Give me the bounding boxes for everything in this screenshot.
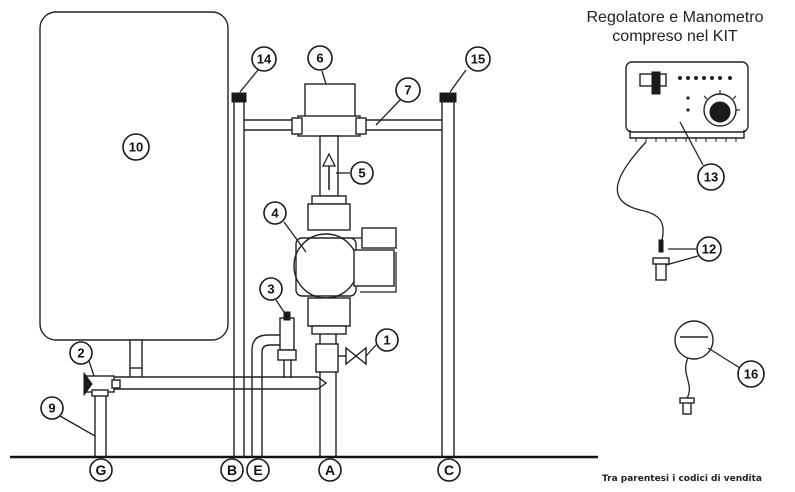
callout-2: 2	[69, 341, 93, 365]
svg-text:16: 16	[744, 367, 758, 382]
callout-3: 3	[259, 277, 283, 301]
svg-text:5: 5	[358, 166, 365, 181]
callout-15: 15	[465, 46, 491, 72]
central-riser	[293, 135, 397, 457]
connection-a: A	[318, 458, 342, 482]
svg-text:12: 12	[702, 242, 716, 257]
pressure-gauge-icon	[674, 320, 714, 415]
sales-code-footnote: Tra parentesi i codici di vendita	[602, 474, 763, 484]
svg-text:G: G	[96, 462, 107, 478]
callout-5: 5	[350, 161, 374, 185]
svg-text:7: 7	[404, 83, 411, 98]
callout-14: 14	[251, 46, 277, 72]
pipes-b-e	[233, 100, 280, 457]
callout-12: 12	[696, 236, 722, 262]
callout-4: 4	[263, 201, 287, 225]
sensor-cap-14	[231, 92, 247, 103]
drain-valve	[83, 371, 121, 397]
boiler-tank	[39, 11, 229, 369]
svg-text:3: 3	[267, 282, 274, 297]
svg-text:10: 10	[129, 140, 143, 155]
callout-9: 9	[40, 396, 64, 420]
svg-text:4: 4	[271, 206, 279, 221]
callout-13: 13	[697, 163, 725, 191]
connection-b: B	[220, 458, 244, 482]
connection-e: E	[246, 458, 270, 482]
kit-title: Regolatore e Manometro compreso nel KIT	[555, 8, 795, 46]
connection-c: C	[437, 458, 461, 482]
callout-7: 7	[395, 77, 421, 103]
connection-g: G	[89, 458, 113, 482]
safety-valve	[277, 311, 297, 378]
svg-text:B: B	[227, 462, 237, 478]
callout-6: 6	[307, 45, 333, 71]
pipe-c	[441, 100, 455, 457]
svg-text:2: 2	[77, 346, 84, 361]
svg-text:13: 13	[704, 170, 718, 185]
callout-1: 1	[375, 328, 399, 352]
callout-10: 10	[122, 133, 150, 161]
svg-text:E: E	[253, 462, 262, 478]
svg-text:9: 9	[48, 401, 55, 416]
mixing-valve	[291, 83, 367, 137]
sensor-cap-15	[439, 92, 457, 103]
regulator-icon	[616, 61, 749, 253]
kit-title-line2: compreso nel KIT	[612, 28, 738, 45]
svg-text:1: 1	[383, 333, 390, 348]
svg-text:6: 6	[316, 51, 323, 66]
left-supply-piping	[94, 368, 328, 457]
sensor-well	[652, 257, 670, 281]
svg-text:C: C	[444, 462, 454, 478]
svg-text:14: 14	[257, 52, 272, 67]
svg-text:A: A	[325, 462, 335, 478]
svg-text:15: 15	[471, 52, 485, 67]
kit-title-line1: Regolatore e Manometro	[586, 9, 764, 26]
leader-lines	[59, 69, 741, 437]
callout-16: 16	[737, 360, 765, 388]
